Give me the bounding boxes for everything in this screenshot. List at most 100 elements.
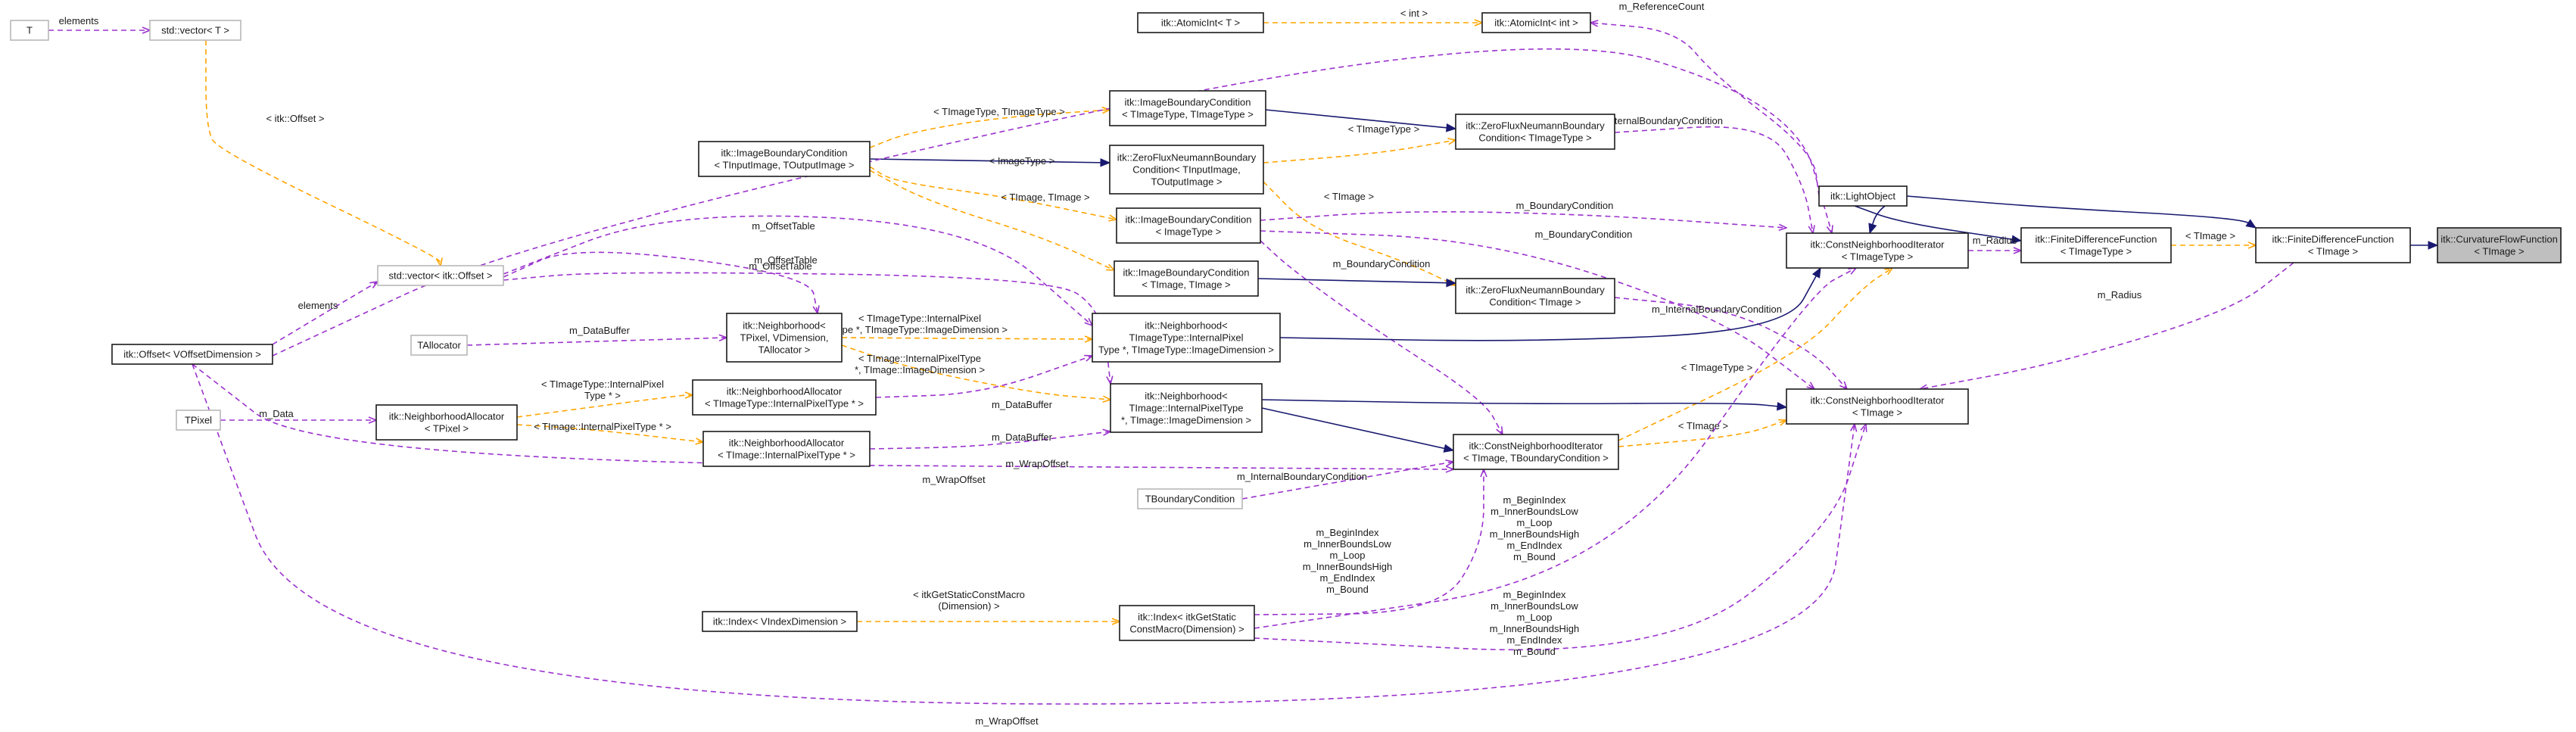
class-node-label: itk::Index< itkGetStatic xyxy=(1138,612,1236,623)
class-node-label: itk::CurvatureFlowFunction xyxy=(2441,234,2558,245)
class-node-box xyxy=(2020,227,2172,263)
class-node-tbc: TBoundaryCondition xyxy=(1137,488,1243,509)
class-node-fdf[interactable]: itk::FiniteDifferenceFunction< TImage > xyxy=(2255,227,2411,263)
edge-label-line: m_DataBuffer xyxy=(992,399,1053,410)
class-node-atomicT[interactable]: itk::AtomicInt< T > xyxy=(1137,12,1264,33)
class-node-vecT: std::vector< T > xyxy=(149,20,241,41)
edge-label-line: m_ReferenceCount xyxy=(1619,1,1705,12)
class-node-box xyxy=(1119,605,1255,641)
edge-label-line: m_BoundaryCondition xyxy=(1516,200,1614,211)
class-node-box xyxy=(1137,12,1264,33)
edge-label: m_Radius xyxy=(2098,289,2142,301)
class-node-naPix[interactable]: itk::NeighborhoodAllocator< TPixel > xyxy=(375,404,518,441)
class-node-cff: itk::CurvatureFlowFunction< TImage > xyxy=(2437,227,2562,263)
class-node-label: < TImageType > xyxy=(1842,251,1913,263)
class-node-label: < TImageType, TImageType > xyxy=(1122,109,1254,120)
class-node-T: T xyxy=(10,20,49,41)
edge-label: < itkGetStaticConstMacro(Dimension) > xyxy=(913,589,1025,612)
edge-label-line: < TImage > xyxy=(2185,230,2235,241)
class-node-ibcIT[interactable]: itk::ImageBoundaryCondition< ImageType > xyxy=(1116,207,1261,244)
edge-label-line: m_InnerBoundsLow xyxy=(1490,600,1578,612)
edge-label: m_BoundaryCondition xyxy=(1516,200,1614,211)
class-node-label: TPixel, VDimension, xyxy=(740,332,828,344)
class-node-label: itk::AtomicInt< T > xyxy=(1161,17,1240,29)
class-node-label: Type *, TImageType::ImageDimension > xyxy=(1098,344,1274,356)
edge-offset-to-cniT: m_WrapOffset xyxy=(192,363,1855,727)
edge-cniTB-to-cniT: < TImage > xyxy=(1618,420,1786,447)
edge-naT-to-nbhT: m_DataBuffer xyxy=(869,431,1110,450)
class-node-offset[interactable]: itk::Offset< VOffsetDimension > xyxy=(111,344,273,365)
edge-label-line: < TImage > xyxy=(1678,420,1728,431)
class-node-fdfImg[interactable]: itk::FiniteDifferenceFunction< TImageTyp… xyxy=(2020,227,2172,263)
class-node-label: *, TImage::ImageDimension > xyxy=(1121,415,1251,426)
class-node-nbhImg[interactable]: itk::Neighborhood<TImageType::InternalPi… xyxy=(1092,313,1281,363)
class-node-label: itk::Neighborhood< xyxy=(1145,391,1228,402)
edge-naImg-to-nbhImg: m_DataBuffer xyxy=(875,356,1092,410)
edge-label-line: < TImage::InternalPixelType * > xyxy=(534,421,671,432)
class-node-nbh[interactable]: itk::Neighborhood<TPixel, VDimension,TAl… xyxy=(726,313,843,363)
edge-label: < TImage > xyxy=(1324,191,1374,202)
edge-label-line: m_WrapOffset xyxy=(922,474,986,485)
edge-label-line: m_Bound xyxy=(1513,551,1556,562)
class-node-label: Condition< TImage > xyxy=(1489,297,1581,308)
class-node-atomicInt[interactable]: itk::AtomicInt< int > xyxy=(1481,12,1591,33)
edge-line xyxy=(1590,23,1820,197)
edge-cniImg-to-fdfImg: m_Radius xyxy=(1968,235,2021,251)
class-node-idxV[interactable]: itk::Index< VIndexDimension > xyxy=(702,611,858,632)
edge-label-line: < int > xyxy=(1400,8,1428,19)
class-node-ibcInOut[interactable]: itk::ImageBoundaryCondition< TInputImage… xyxy=(698,141,871,177)
class-node-label: Condition< TImageType > xyxy=(1478,132,1591,144)
class-node-idxM[interactable]: itk::Index< itkGetStaticConstMacro(Dimen… xyxy=(1119,605,1255,641)
edge-label: m_InternalBoundaryCondition xyxy=(1237,471,1367,482)
edge-line xyxy=(869,170,1114,270)
edge-label-line: elements xyxy=(59,15,99,26)
edge-vecOff-to-nbh: m_OffsetTable xyxy=(503,220,818,313)
edge-line xyxy=(1260,240,1503,435)
class-node-box xyxy=(698,141,871,177)
edge-vecOff-to-nbhImg: m_OffsetTable xyxy=(503,215,1092,326)
edge-line xyxy=(875,356,1092,398)
edge-line xyxy=(1279,268,1821,341)
edge-label-line: Type *, TImageType::ImageDimension > xyxy=(832,324,1008,335)
edge-line xyxy=(1263,181,1456,285)
edge-label: m_BoundaryCondition xyxy=(1333,258,1431,269)
edge-label-line: m_BeginIndex xyxy=(1503,589,1566,600)
edge-zfnT-to-cniT: m_InternalBoundaryCondition xyxy=(1614,297,1847,389)
class-node-cniT[interactable]: itk::ConstNeighborhoodIterator< TImage > xyxy=(1786,388,1969,425)
class-node-label: < TImageType > xyxy=(2060,246,2132,257)
class-node-naImg[interactable]: itk::NeighborhoodAllocator< TImageType::… xyxy=(692,379,877,416)
class-node-label: TAllocator xyxy=(417,340,461,351)
class-node-label: itk::ZeroFluxNeumannBoundary xyxy=(1117,152,1257,164)
class-node-label: itk::AtomicInt< int > xyxy=(1494,17,1578,29)
class-node-label: itk::ZeroFluxNeumannBoundary xyxy=(1466,285,1605,296)
edge-line xyxy=(1618,268,1892,441)
edge-line xyxy=(516,395,693,418)
edge-label: < ImageType > xyxy=(989,155,1055,167)
class-node-label: < TImage > xyxy=(1852,407,1902,419)
class-node-box xyxy=(1109,145,1264,195)
edge-label: < TImage::InternalPixelType*, TImage::Im… xyxy=(855,353,985,375)
class-node-nbhT[interactable]: itk::Neighborhood<TImage::InternalPixelT… xyxy=(1110,383,1263,433)
class-node-cniTB[interactable]: itk::ConstNeighborhoodIterator< TImage, … xyxy=(1453,434,1619,470)
edge-label: < TImage > xyxy=(2185,230,2235,241)
class-node-lightObj[interactable]: itk::LightObject xyxy=(1818,185,1908,207)
edge-label-line: m_OffsetTable xyxy=(752,220,815,232)
class-node-label: itk::LightObject xyxy=(1830,191,1895,202)
edge-line xyxy=(869,166,1117,220)
edge-label: elements xyxy=(298,300,338,311)
edge-nbhT-to-cniTB xyxy=(1261,407,1453,450)
class-node-box xyxy=(2437,227,2562,263)
class-node-cniImg[interactable]: itk::ConstNeighborhoodIterator< TImageTy… xyxy=(1786,232,1969,269)
class-node-ibcImg[interactable]: itk::ImageBoundaryCondition< TImageType,… xyxy=(1109,90,1266,126)
class-node-ibcTT[interactable]: itk::ImageBoundaryCondition< TImage, TIm… xyxy=(1114,260,1259,297)
edge-line xyxy=(1254,424,1866,651)
edge-label: m_DataBuffer xyxy=(569,325,631,336)
edge-label-line: (Dimension) > xyxy=(938,600,999,612)
edge-label: m_WrapOffset xyxy=(922,474,986,485)
edge-vecT-to-vecOff: < itk::Offset > xyxy=(205,40,441,266)
class-node-naT[interactable]: itk::NeighborhoodAllocator< TImage::Inte… xyxy=(702,431,871,467)
